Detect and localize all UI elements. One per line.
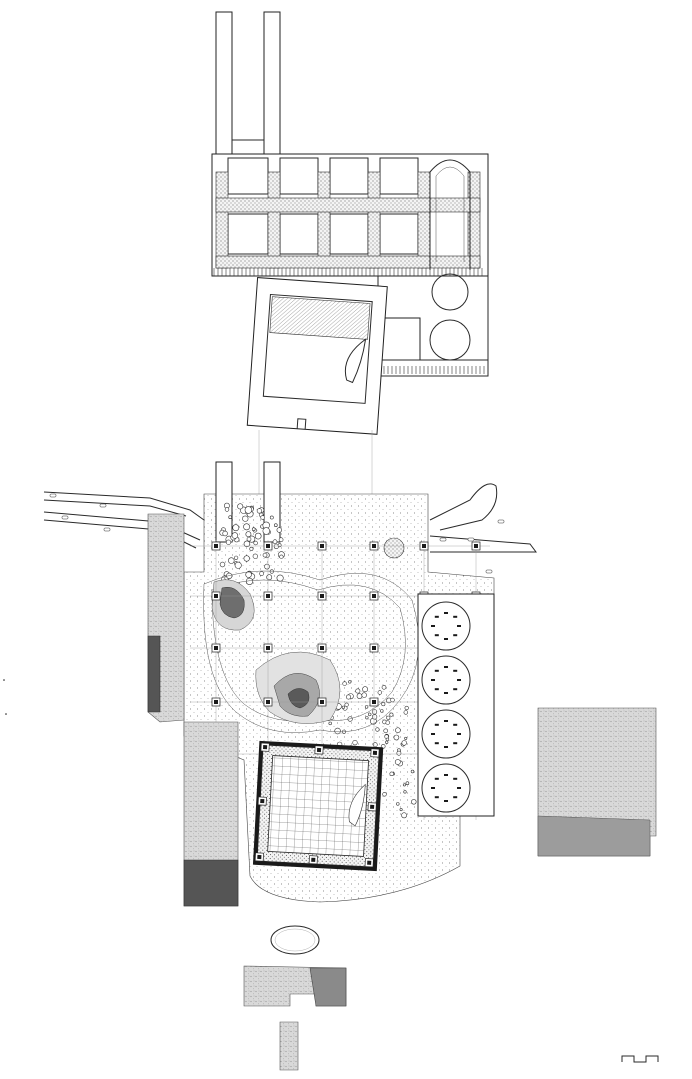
edge-marks [3,679,7,715]
square-courtyard-building [246,277,388,435]
left-linear-block [147,513,239,907]
upper-building-complex [211,11,489,377]
lower-block [243,965,347,1071]
right-textured-block [537,707,657,857]
grid-square-building [252,740,384,872]
oval-ring [270,925,320,955]
scale-bar [621,1055,659,1063]
circular-pavilions [417,593,495,817]
